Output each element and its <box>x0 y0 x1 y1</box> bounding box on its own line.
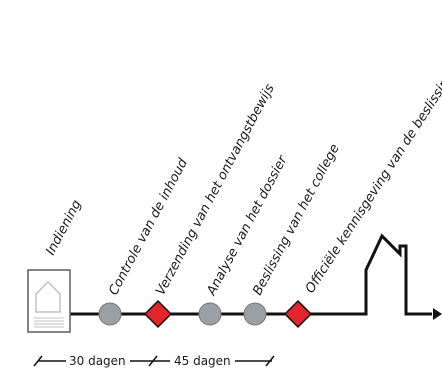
duration-label-30: 30 dagen <box>69 354 126 368</box>
duration-tick-end <box>265 355 275 367</box>
step-beslissing-circle <box>243 302 267 326</box>
duration-label-45: 45 dagen <box>174 354 231 368</box>
duration-tick-mid <box>148 355 158 367</box>
step-verzending-diamond <box>143 299 173 329</box>
step-label-indiening: Indiening <box>43 198 85 258</box>
step-controle-circle <box>98 302 122 326</box>
document-icon <box>27 269 71 333</box>
house-outline <box>341 233 432 316</box>
step-analyse-circle <box>198 302 222 326</box>
step-kennisgeving-diamond <box>283 299 313 329</box>
arrow-head-icon <box>433 308 442 320</box>
step-label-controle: Controle van de inhoud <box>106 156 191 298</box>
